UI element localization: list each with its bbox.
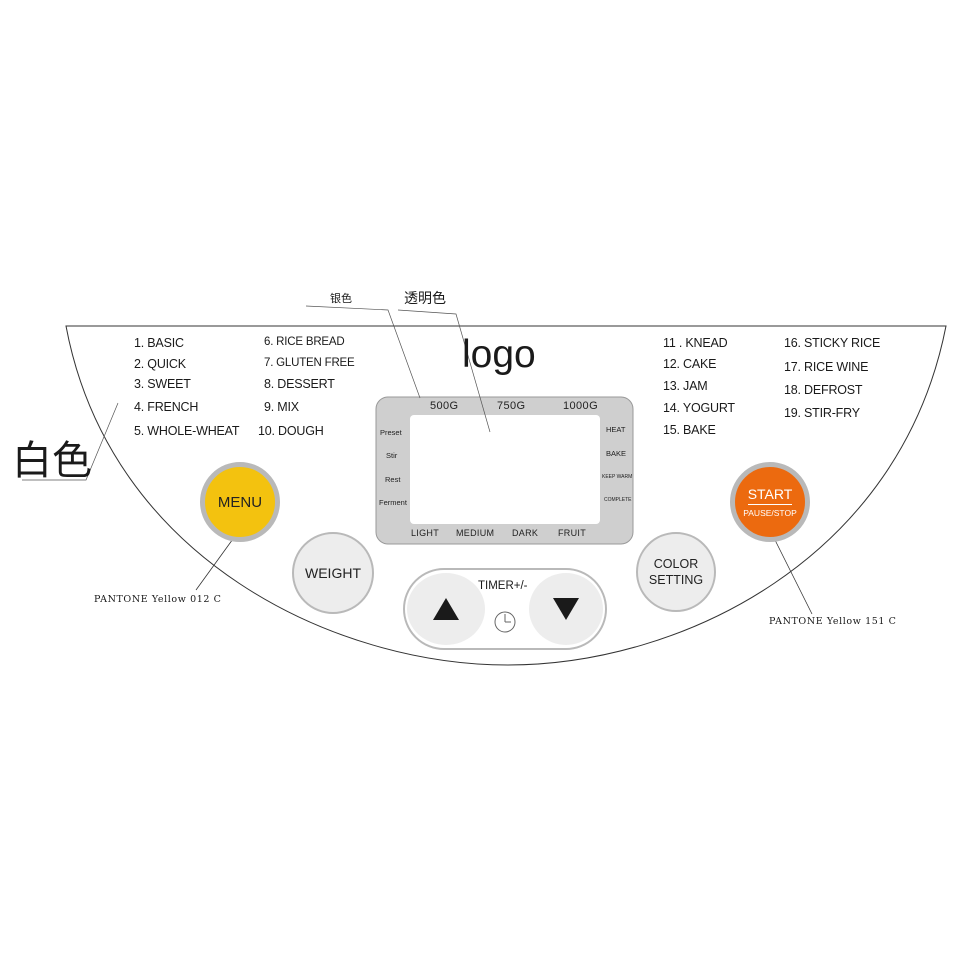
lcd-left-label: Stir (386, 451, 398, 460)
timer-label: TIMER+/- (478, 580, 528, 592)
lcd-right-label: BAKE (606, 449, 627, 458)
logo: logo (462, 333, 536, 376)
menu-item: 7. GLUTEN FREE (264, 357, 355, 369)
leader-transparent (397, 309, 491, 433)
menu-item: 17. RICE WINE (784, 360, 869, 374)
timer-down-button[interactable] (529, 573, 603, 645)
menu-item: 10. DOUGH (258, 424, 324, 438)
menu-item: 18. DEFROST (784, 383, 863, 397)
lcd-right-label: KEEP WARM (602, 474, 633, 480)
menu-item: 15. BAKE (663, 423, 716, 437)
annotation-transparent: 透明色 (404, 291, 446, 307)
menu-item: 16. STICKY RICE (784, 336, 881, 350)
down-arrow-icon (553, 598, 579, 620)
menu-item: 14. YOGURT (663, 401, 735, 415)
up-arrow-icon (433, 598, 459, 620)
menu-item: 19. STIR-FRY (784, 406, 860, 420)
color-setting-label-2: SETTING (648, 573, 704, 587)
menu-item: 9. MIX (264, 400, 299, 414)
lcd-right-label: HEAT (606, 425, 626, 434)
annotation-pantone-menu: PANTONE Yellow 012 C (94, 594, 222, 605)
menu-item: 4. FRENCH (134, 400, 199, 414)
menu-item: 5. WHOLE-WHEAT (134, 424, 240, 438)
annotation-pantone-start: PANTONE Yellow 151 C (769, 616, 897, 627)
weight-button[interactable]: WEIGHT (292, 532, 374, 614)
lcd-color-label: MEDIUM (456, 528, 495, 538)
annotation-white: 白色 (12, 438, 92, 484)
menu-item: 2. QUICK (134, 357, 186, 371)
menu-item: 8. DESSERT (264, 377, 335, 391)
annotation-silver: 银色 (330, 292, 352, 305)
menu-item: 12. CAKE (663, 357, 717, 371)
menu-button-label: MENU (217, 493, 263, 511)
menu-item: 13. JAM (663, 379, 708, 393)
lcd-color-label: DARK (512, 528, 539, 538)
lcd-color-label: FRUIT (558, 528, 586, 538)
leader-menu (195, 531, 239, 591)
lcd-weight-label: 750G (497, 400, 526, 412)
leader-white (22, 402, 119, 481)
menu-item: 6. RICE BREAD (264, 336, 345, 348)
start-pause-button[interactable]: START PAUSE/STOP (730, 462, 810, 542)
lcd-left-label: Rest (385, 475, 401, 484)
lcd-left-label: Preset (380, 428, 402, 437)
color-setting-button[interactable]: COLOR SETTING (636, 532, 716, 612)
lcd-window (410, 415, 600, 524)
lcd-weight-label: 500G (430, 400, 459, 412)
lcd-right-label: COMPLETE (604, 497, 632, 503)
lcd-color-label: LIGHT (411, 528, 440, 538)
weight-button-label: WEIGHT (305, 565, 361, 581)
leader-silver (305, 305, 421, 399)
start-label: START (747, 486, 793, 505)
lcd-weight-label: 1000G (563, 400, 599, 412)
lcd-left-label: Ferment (379, 498, 407, 507)
menu-item: 1. BASIC (134, 336, 184, 350)
clock-icon (494, 611, 516, 633)
menu-button[interactable]: MENU (200, 462, 280, 542)
timer-up-button[interactable] (407, 573, 485, 645)
menu-item: 11 . KNEAD (663, 336, 728, 350)
menu-item: 3. SWEET (134, 377, 191, 391)
pause-stop-label: PAUSE/STOP (743, 508, 797, 518)
leader-start (771, 533, 813, 615)
color-setting-label-1: COLOR (653, 557, 699, 571)
